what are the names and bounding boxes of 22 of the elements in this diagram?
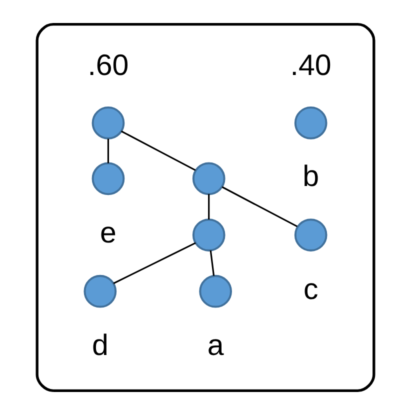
- connector: [112, 242, 196, 284]
- node-circle: [83, 274, 116, 308]
- node-circle: [192, 162, 225, 196]
- connector: [106, 138, 109, 164]
- node-circle: [91, 106, 124, 140]
- node-label: c: [302, 272, 318, 306]
- connector: [208, 194, 210, 220]
- node-circle: [294, 106, 327, 140]
- node-label: .40: [290, 48, 331, 82]
- node-label: a: [206, 329, 224, 362]
- node-label: b: [302, 160, 319, 194]
- node-circle: [294, 218, 327, 252]
- connector: [209, 250, 214, 276]
- node-label: d: [91, 329, 108, 362]
- node-circle: [91, 162, 124, 196]
- cluster: [35, 23, 375, 392]
- node-circle: [192, 218, 225, 252]
- connector: [120, 130, 196, 171]
- node-circle: [198, 274, 232, 308]
- node-label: e: [100, 216, 116, 250]
- connector: [221, 186, 298, 228]
- node-label: .60: [87, 48, 128, 82]
